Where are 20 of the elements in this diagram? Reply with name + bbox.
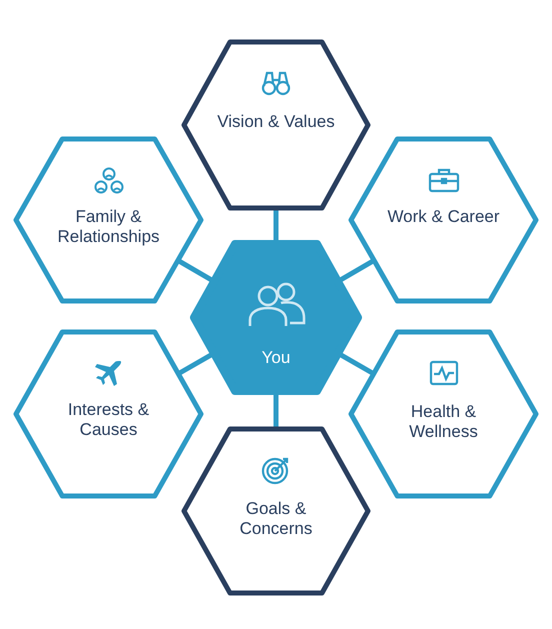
connector-line (274, 210, 278, 242)
hexagon-node (12, 135, 205, 305)
connector-line (338, 259, 374, 283)
node-label: You (260, 348, 292, 368)
hexagon-node (180, 38, 372, 212)
hexagon-node (347, 328, 540, 500)
hexagon-node (12, 328, 205, 500)
connector-line (178, 352, 214, 376)
hexagon-node (347, 135, 540, 305)
hexagon-node (180, 425, 372, 597)
connector-line (178, 259, 214, 283)
connector-line (274, 393, 278, 427)
node-label: Interests & Causes (66, 400, 150, 440)
hexagon-node (190, 240, 362, 395)
node-label: Family & Relationships (56, 207, 161, 247)
node-label: Health & Wellness (408, 402, 479, 442)
node-label: Vision & Values (216, 112, 336, 132)
connector-line (338, 352, 374, 376)
node-label: Goals & Concerns (238, 499, 314, 539)
node-label: Work & Career (386, 207, 501, 227)
